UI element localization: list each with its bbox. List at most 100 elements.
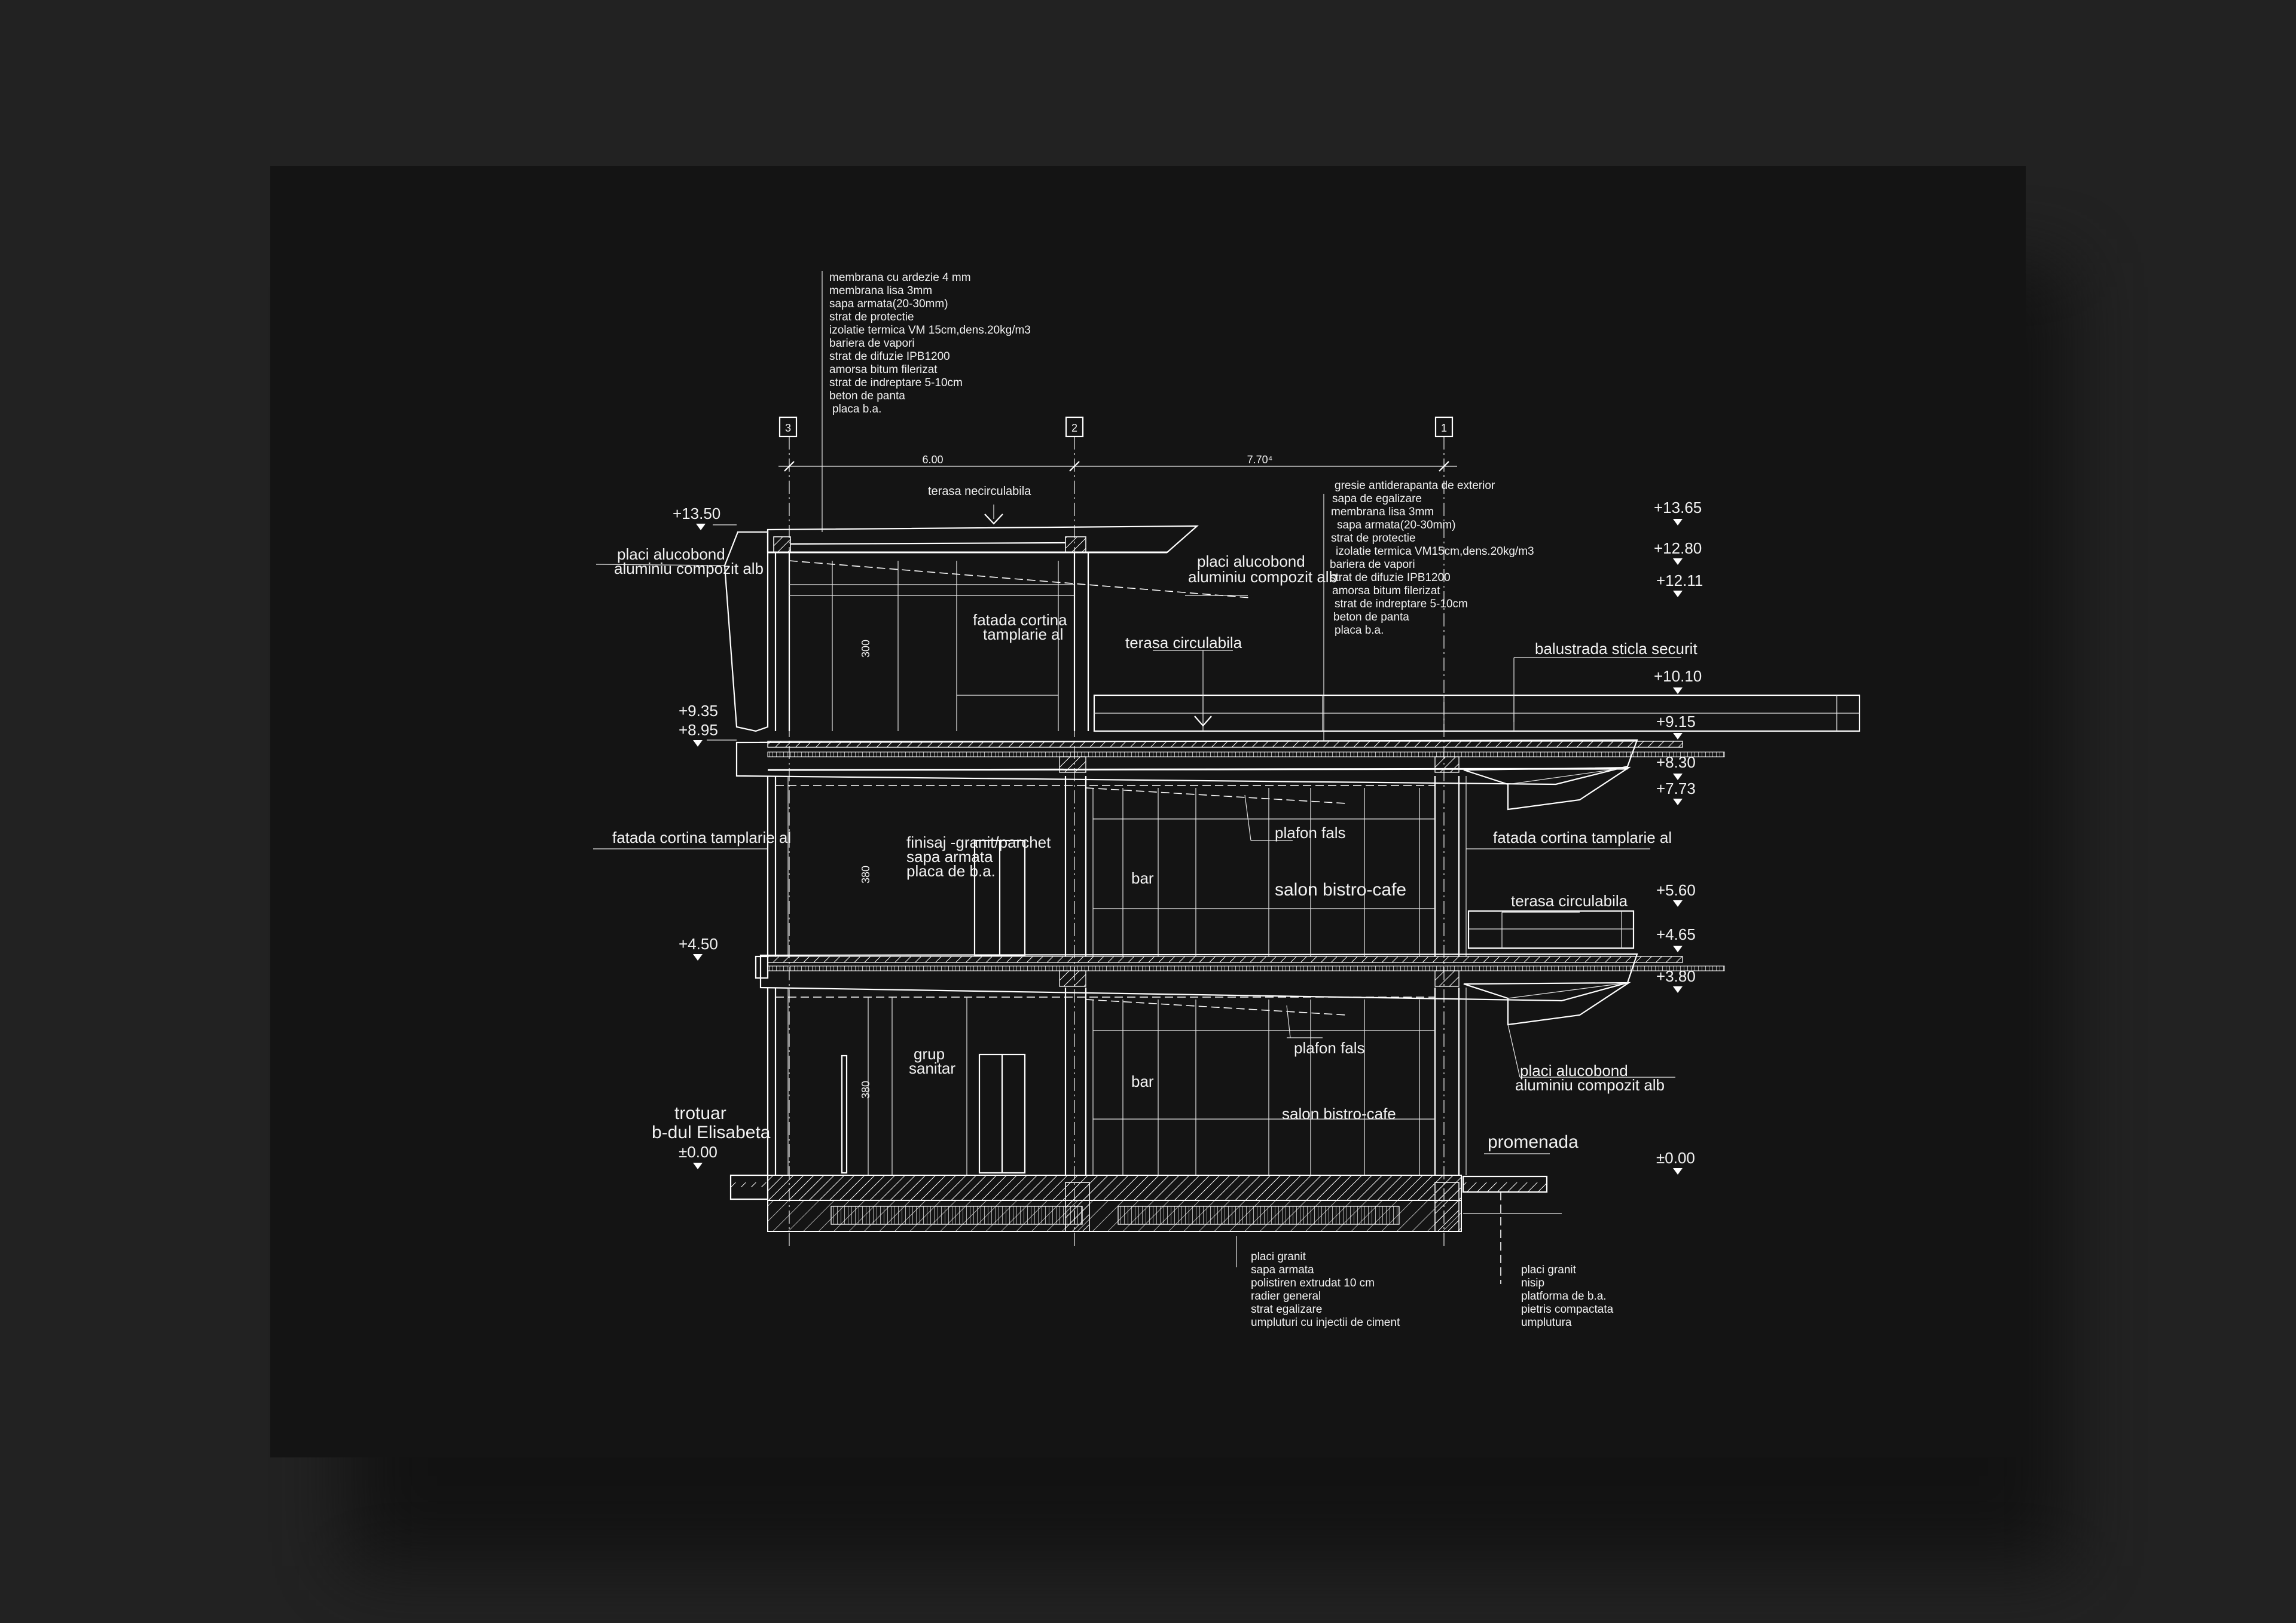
label-bar-1: bar bbox=[1131, 869, 1154, 887]
svg-text:pietris compactata: pietris compactata bbox=[1521, 1303, 1614, 1316]
slab-note-3: placa de b.a. bbox=[906, 862, 996, 880]
level-left-4: +4.50 bbox=[679, 935, 718, 953]
label-grup-2: sanitar bbox=[909, 1059, 955, 1077]
svg-text:strat de protectie: strat de protectie bbox=[829, 311, 914, 323]
svg-text:radier general: radier general bbox=[1251, 1290, 1321, 1303]
axis-marker-2 bbox=[1065, 416, 1084, 438]
section-drawing: 3 2 1 6.00 7.70⁴ membrana cu ardezie 4 m… bbox=[593, 271, 1861, 1329]
svg-text:placa b.a.: placa b.a. bbox=[832, 403, 881, 415]
svg-text:placa b.a.: placa b.a. bbox=[1335, 624, 1384, 637]
ground-floor: 380 bbox=[767, 988, 1467, 1175]
svg-text:placi granit: placi granit bbox=[1521, 1264, 1577, 1276]
svg-text:amorsa bitum filerizat: amorsa bitum filerizat bbox=[829, 363, 938, 376]
svg-text:gresie antiderapanta de exteri: gresie antiderapanta de exterior bbox=[1335, 479, 1495, 492]
drawing-sheet: 3 2 1 6.00 7.70⁴ membrana cu ardezie 4 m… bbox=[270, 166, 2026, 1457]
label-trotuar-2: b-dul Elisabeta bbox=[652, 1123, 771, 1142]
svg-text:strat de indreptare 5-10cm: strat de indreptare 5-10cm bbox=[829, 377, 963, 389]
label-terasa-circulabila-top: terasa circulabila bbox=[1125, 634, 1242, 652]
svg-text:strat de difuzie IPB1200: strat de difuzie IPB1200 bbox=[1330, 571, 1451, 584]
svg-text:strat de protectie: strat de protectie bbox=[1331, 532, 1416, 545]
floor-layers-note-interior: placi granit sapa armata polistiren extr… bbox=[1251, 1251, 1400, 1329]
leader-lines bbox=[593, 505, 1681, 1154]
levels-right: +13.65 +12.80 +12.11 +10.10 +9.15 +8.30 … bbox=[1654, 499, 1703, 1175]
level-left-1: +13.50 bbox=[673, 505, 720, 522]
first-floor: 380 bbox=[767, 776, 1635, 956]
level-right-11: ±0.00 bbox=[1656, 1149, 1695, 1167]
svg-text:membrana lisa 3mm: membrana lisa 3mm bbox=[1331, 506, 1434, 518]
label-terasa-circulabila-right: terasa circulabila bbox=[1511, 892, 1628, 910]
label-placi-top-right-1: placi alucobond bbox=[1197, 552, 1305, 570]
svg-text:polistiren extrudat 10 cm: polistiren extrudat 10 cm bbox=[1251, 1277, 1375, 1289]
level-right-1: +13.65 bbox=[1654, 499, 1702, 516]
height-top: 300 bbox=[860, 640, 872, 658]
axis-marker-1 bbox=[1434, 416, 1454, 438]
foundation bbox=[729, 1174, 1562, 1284]
height-mid: 380 bbox=[860, 866, 872, 884]
level-right-9: +4.65 bbox=[1656, 925, 1696, 943]
label-fatada-top-1: fatada cortina bbox=[973, 611, 1067, 629]
dimension-7: 7.70⁴ bbox=[1247, 454, 1273, 466]
svg-text:izolatie termica VM15cm,dens.2: izolatie termica VM15cm,dens.20kg/m3 bbox=[1336, 545, 1534, 558]
top-floor: 300 bbox=[723, 525, 1861, 732]
level-right-6: +8.30 bbox=[1656, 753, 1696, 771]
label-placi-bottom-right-1: placi alucobond bbox=[1520, 1062, 1628, 1080]
level-left-2: +9.35 bbox=[679, 702, 718, 720]
height-low: 380 bbox=[860, 1081, 872, 1099]
label-trotuar-1: trotuar bbox=[674, 1104, 726, 1123]
svg-text:nisip: nisip bbox=[1521, 1277, 1544, 1289]
svg-text:izolatie termica VM 15cm,dens.: izolatie termica VM 15cm,dens.20kg/m3 bbox=[829, 324, 1031, 337]
levels-left: +13.50 +9.35 +8.95 +4.50 ±0.00 bbox=[673, 505, 737, 1169]
floor-layers-note-exterior: placi granit nisip platforma de b.a. pie… bbox=[1521, 1264, 1614, 1329]
label-plafon-fals-1: plafon fals bbox=[1275, 824, 1346, 842]
slab-note-1: finisaj -granit/parchet bbox=[906, 833, 1051, 851]
roof-layers-note-left: membrana cu ardezie 4 mm membrana lisa 3… bbox=[822, 271, 1031, 532]
svg-text:bariera de vapori: bariera de vapori bbox=[1330, 558, 1415, 571]
axis-marker-3 bbox=[778, 416, 798, 438]
svg-text:placi granit: placi granit bbox=[1251, 1251, 1306, 1263]
label-salon-2: salon bistro-cafe bbox=[1282, 1105, 1396, 1123]
label-placi-bottom-right-2: aluminiu compozit alb bbox=[1515, 1076, 1665, 1094]
label-fatada-top-2: tamplarie al bbox=[983, 625, 1063, 643]
slab-level-1 bbox=[755, 953, 1725, 1026]
svg-text:strat de indreptare 5-10cm: strat de indreptare 5-10cm bbox=[1335, 598, 1468, 610]
label-placi-left-1: placi alucobond bbox=[617, 545, 725, 563]
svg-text:amorsa bitum filerizat: amorsa bitum filerizat bbox=[1332, 585, 1440, 597]
label-plafon-fals-2: plafon fals bbox=[1294, 1039, 1365, 1057]
label-grup-1: grup bbox=[914, 1045, 945, 1063]
level-right-3: +12.11 bbox=[1656, 571, 1703, 589]
svg-text:sapa armata(20-30mm): sapa armata(20-30mm) bbox=[829, 298, 948, 310]
svg-text:strat egalizare: strat egalizare bbox=[1251, 1303, 1322, 1316]
svg-text:beton de panta: beton de panta bbox=[829, 390, 905, 402]
level-right-4: +10.10 bbox=[1654, 667, 1702, 685]
level-right-5: +9.15 bbox=[1656, 713, 1696, 730]
level-right-7: +7.73 bbox=[1656, 780, 1696, 797]
svg-text:strat de difuzie IPB1200: strat de difuzie IPB1200 bbox=[829, 350, 950, 363]
svg-text:bariera de vapori: bariera de vapori bbox=[829, 337, 915, 350]
level-left-3: +8.95 bbox=[679, 721, 718, 739]
svg-text:beton de panta: beton de panta bbox=[1333, 611, 1409, 623]
label-placi-top-right-2: aluminiu compozit alb bbox=[1188, 568, 1338, 586]
dimension-6: 6.00 bbox=[922, 454, 943, 466]
label-balustrada: balustrada sticla securit bbox=[1535, 640, 1697, 658]
slab-note-2: sapa armata bbox=[906, 848, 993, 866]
svg-text:sapa armata: sapa armata bbox=[1251, 1264, 1314, 1276]
roof-layers-note-right: gresie antiderapanta de exterior sapa de… bbox=[1323, 479, 1534, 741]
slab-level-2 bbox=[735, 739, 1725, 811]
label-terasa-necirculabila: terasa necirculabila bbox=[928, 485, 1031, 498]
axis-label-3: 3 bbox=[785, 422, 791, 434]
label-fatada-left: fatada cortina tamplarie al bbox=[612, 829, 791, 846]
label-salon-1: salon bistro-cafe bbox=[1275, 880, 1406, 900]
svg-text:sapa armata(20-30mm): sapa armata(20-30mm) bbox=[1337, 519, 1456, 531]
level-left-5: ±0.00 bbox=[679, 1143, 718, 1161]
axis-label-1: 1 bbox=[1441, 422, 1447, 434]
svg-text:membrana cu ardezie 4 mm: membrana cu ardezie 4 mm bbox=[829, 271, 971, 284]
axis-label-2: 2 bbox=[1071, 422, 1077, 434]
svg-text:umplutura: umplutura bbox=[1521, 1316, 1572, 1329]
level-right-8: +5.60 bbox=[1656, 881, 1696, 899]
svg-text:sapa de egalizare: sapa de egalizare bbox=[1332, 493, 1422, 505]
label-bar-2: bar bbox=[1131, 1072, 1154, 1090]
level-right-2: +12.80 bbox=[1654, 539, 1702, 557]
svg-text:platforma de b.a.: platforma de b.a. bbox=[1521, 1290, 1607, 1303]
svg-text:umpluturi cu injectii de cimen: umpluturi cu injectii de ciment bbox=[1251, 1316, 1400, 1329]
label-promenada: promenada bbox=[1488, 1132, 1578, 1152]
